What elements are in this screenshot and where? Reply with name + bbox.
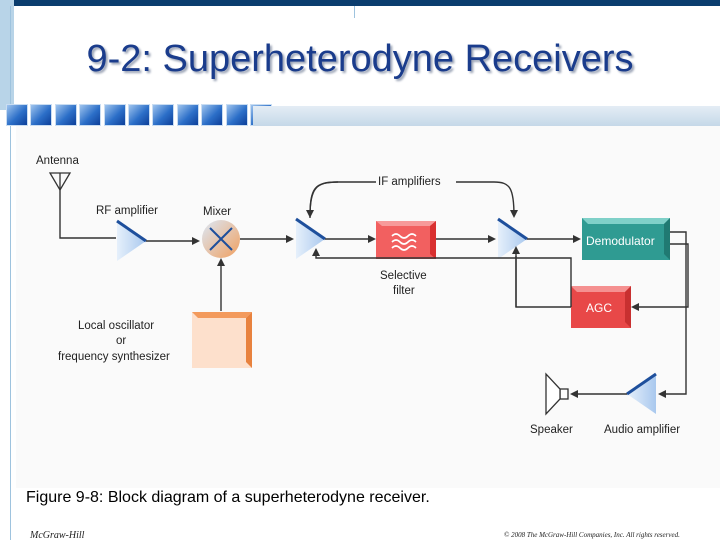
slide-title: 9-2: Superheterodyne Receivers [86,38,634,80]
if-amplifiers-label: IF amplifiers [378,176,441,188]
rf-amplifier-block [117,221,146,261]
agc-feedback-arrow [312,248,572,307]
local-oscillator-or: or [116,335,126,347]
label-backdrop [376,173,456,189]
selective-filter-block [376,221,436,259]
mixer-icon [202,220,240,258]
if-bracket-arrow [306,181,339,218]
amplifier-edge [626,372,657,396]
square-icon [176,104,199,126]
square-icon [30,104,53,126]
demodulator-block [582,218,670,260]
amplifier-edge [497,217,528,241]
frame-line [10,6,11,540]
connector-arrow [631,243,689,311]
antenna-icon [48,172,72,192]
title-bar [253,106,720,126]
block-diagram: Antenna RF amplifier Mixer Local oscilla… [36,155,689,436]
antenna-label: Antenna [36,155,79,167]
top-stripe [0,0,720,6]
footer-copyright: © 2008 The McGraw-Hill Companies, Inc. A… [504,531,680,539]
figure-caption: Figure 9-8: Block diagram of a superhete… [26,489,430,506]
agc-block [571,286,631,328]
demodulator-label: Demodulator [586,234,655,248]
mixer-label: Mixer [203,206,231,218]
amplifier-edge [295,217,326,241]
if-amplifier-1-block [296,219,325,259]
square-icon [79,104,102,126]
agc-label: AGC [586,301,612,315]
square-icon [201,104,224,126]
square-icon [152,104,175,126]
decorative-squares [6,104,274,128]
square-icon [6,104,28,126]
footer-publisher: McGraw-Hill [30,530,85,541]
if-amplifier-2-block [498,219,527,259]
square-icon [127,104,150,126]
selective-filter-label: Selective [380,270,427,282]
speaker-icon [545,372,569,416]
selective-filter-label-2: filter [393,285,415,297]
frame-line [354,6,355,18]
audio-amplifier-label: Audio amplifier [604,424,680,436]
rf-amplifier-label: RF amplifier [96,205,158,217]
local-oscillator-label: Local oscillator [78,320,154,332]
square-icon [103,104,126,126]
amplifier-edge [116,219,147,243]
connector-arrow [658,231,687,398]
local-oscillator-block [192,312,252,368]
speaker-label: Speaker [530,424,573,436]
square-icon [225,104,248,126]
frequency-synthesizer-label: frequency synthesizer [58,351,170,363]
agc-feedback-arrow [512,246,571,308]
square-icon [54,104,77,126]
audio-amplifier-block [627,374,656,414]
connector-line [59,190,116,239]
